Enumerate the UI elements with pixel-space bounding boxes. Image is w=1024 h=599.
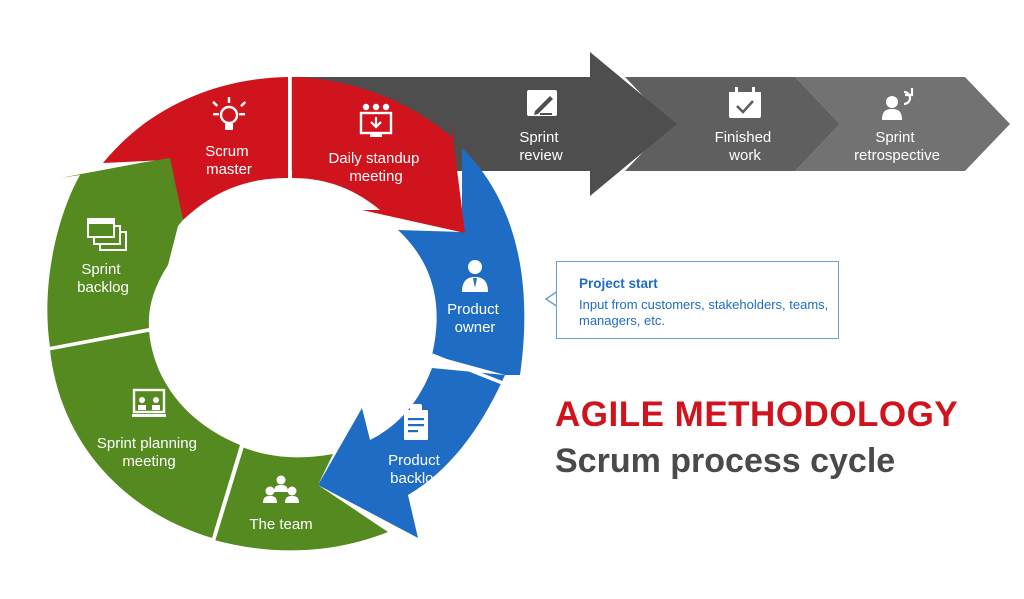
standup-meeting-icon — [359, 103, 393, 137]
chevron-sprint-retrospective — [795, 77, 1010, 171]
label-daily-standup-line2: meeting — [349, 168, 402, 185]
label-scrum-master: Scrum master — [205, 143, 253, 178]
label-product-owner: Product owner — [447, 301, 503, 336]
presentation-icon — [132, 388, 166, 417]
chevron-finished-work — [625, 77, 840, 171]
label-sprint-retrospective-line1: Sprint — [875, 129, 915, 146]
segment-product-backlog — [318, 368, 505, 538]
label-product-backlog: Product backlog — [388, 452, 444, 487]
label-sprint-planning-line1: Sprint planning — [97, 435, 197, 452]
segment-separators — [47, 75, 511, 543]
label-the-team-line1: The team — [249, 516, 312, 533]
pencil-note-icon — [527, 90, 557, 116]
lightbulb-icon — [212, 97, 247, 130]
label-sprint-planning: Sprint planning meeting — [97, 435, 201, 470]
segment-daily-standup — [292, 77, 465, 233]
label-sprint-backlog-line1: Sprint — [81, 261, 121, 278]
label-sprint-review-line2: review — [519, 147, 563, 164]
separator-owner-backlog — [431, 353, 511, 388]
calendar-check-icon — [729, 87, 761, 118]
label-product-owner-line2: owner — [455, 319, 496, 336]
label-product-owner-line1: Product — [447, 301, 500, 318]
label-product-backlog-line1: Product — [388, 452, 441, 469]
segment-sprint-backlog — [47, 158, 184, 347]
user-refresh-icon — [882, 88, 914, 120]
label-the-team: The team — [249, 516, 312, 533]
callout-body: Input from customers, stakeholders, team… — [579, 297, 829, 328]
callout-pointer — [544, 291, 559, 307]
segment-sprint-planning — [50, 331, 240, 538]
diagram-title: AGILE METHODOLOGY — [555, 395, 959, 434]
person-icon — [462, 260, 488, 292]
label-finished-work-line2: work — [728, 147, 761, 164]
label-scrum-master-line2: master — [206, 161, 252, 178]
callout-heading: Project start — [579, 276, 658, 291]
separator-backlog-planning — [47, 328, 150, 351]
label-product-backlog-line2: backlog — [390, 470, 442, 487]
clipboard-icon — [404, 404, 428, 440]
label-daily-standup-line1: Daily standup — [328, 150, 419, 167]
diagram-subtitle: Scrum process cycle — [555, 442, 896, 480]
segment-product-owner — [398, 148, 525, 375]
label-sprint-retrospective: Sprint retrospective — [854, 129, 940, 164]
label-sprint-review: Sprint review — [519, 129, 563, 164]
team-icon — [263, 475, 299, 503]
label-scrum-master-line1: Scrum — [205, 143, 248, 160]
segment-the-team — [214, 447, 388, 551]
segment-scrum-master — [103, 77, 288, 220]
separator-team-planning — [211, 446, 244, 543]
label-finished-work: Finished work — [715, 129, 776, 164]
label-sprint-backlog: Sprint backlog — [77, 261, 129, 296]
label-finished-work-line1: Finished — [715, 129, 772, 146]
label-sprint-planning-line2: meeting — [122, 453, 175, 470]
label-sprint-review-line1: Sprint — [519, 129, 559, 146]
label-sprint-retrospective-line2: retrospective — [854, 147, 940, 164]
stacked-windows-icon — [87, 218, 127, 251]
label-daily-standup: Daily standup meeting — [328, 150, 423, 185]
project-start-callout: Project start Input from customers, stak… — [556, 261, 839, 339]
label-sprint-backlog-line2: backlog — [77, 279, 129, 296]
